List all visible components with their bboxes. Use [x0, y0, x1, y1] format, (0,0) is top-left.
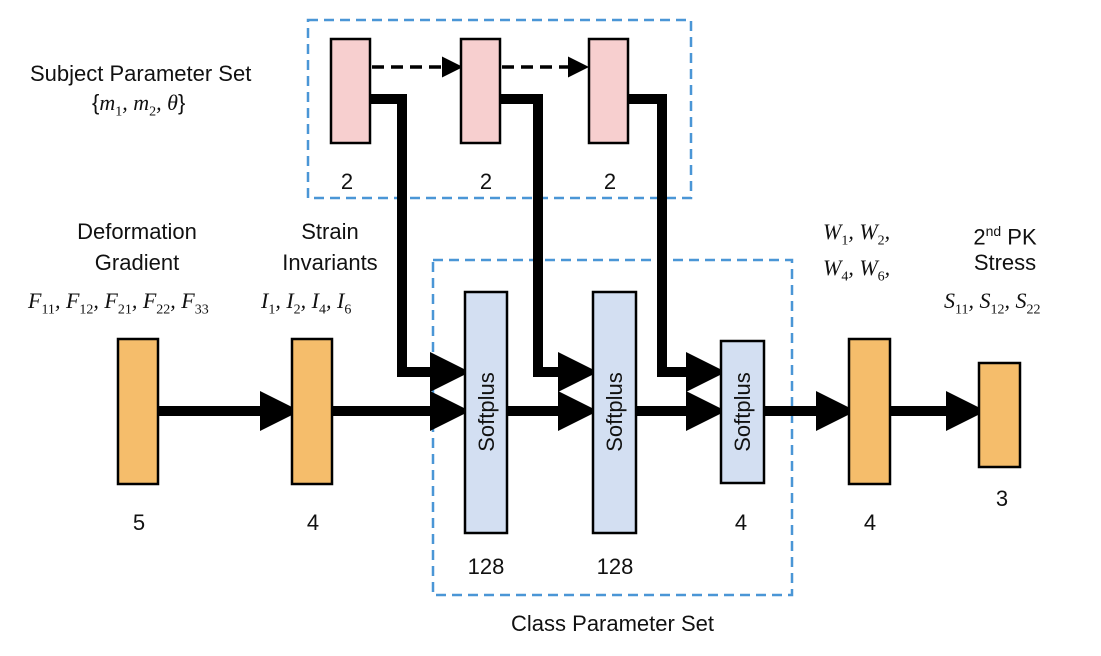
class-parameter-title: Class Parameter Set — [511, 611, 714, 636]
subject-layer-3-size: 2 — [603, 169, 617, 194]
invariants-title-line1: Strain — [301, 219, 359, 244]
output-size: 3 — [995, 486, 1009, 511]
energy-size: 4 — [863, 510, 877, 535]
softplus-label-1: Softplus — [474, 372, 499, 452]
subject-to-layer1-arrow — [370, 94, 470, 392]
input-components: F11, F12, F21, F22, F33 — [28, 288, 209, 318]
softplus-layer-2 — [591, 290, 638, 535]
softplus-layer-2-size: 128 — [596, 554, 634, 579]
softplus-layer-3-size: 4 — [734, 510, 748, 535]
output-title-line1: 2nd PK — [973, 223, 1037, 250]
invariants-title-line2: Invariants — [282, 250, 378, 275]
input-title-line1: Deformation — [77, 219, 197, 244]
subject-parameter-title: Subject Parameter Set — [30, 61, 252, 86]
subject-parameter-box — [306, 18, 693, 200]
invariants-components: I1, I2, I4, I6 — [261, 288, 352, 318]
invariants-size: 4 — [306, 510, 320, 535]
subject-layer-3 — [587, 37, 630, 145]
softplus-layer-1-size: 128 — [467, 554, 505, 579]
stress-layer — [977, 361, 1022, 469]
softplus-label-3: Softplus — [730, 372, 755, 452]
subject-to-layer3-arrow — [628, 94, 726, 392]
energy-layer — [847, 337, 892, 486]
input-title-line2: Gradient — [94, 250, 180, 275]
softplus-layer-1 — [463, 290, 509, 535]
input-layer — [116, 337, 160, 486]
softplus-label-2: Softplus — [602, 372, 627, 452]
energy-terms-row1: W1, W2, — [823, 219, 891, 249]
output-title-line2: Stress — [973, 250, 1037, 275]
invariants-layer — [290, 337, 334, 486]
softplus-layer-3 — [719, 339, 766, 485]
subject-layer-1-size: 2 — [340, 169, 354, 194]
input-size: 5 — [132, 510, 146, 535]
subject-to-layer2-arrow — [500, 94, 598, 392]
subject-layer-2 — [459, 37, 502, 145]
subject-layer-2-size: 2 — [479, 169, 493, 194]
output-components: S11, S12, S22 — [944, 288, 1041, 318]
subject-layer-1 — [329, 37, 372, 145]
energy-terms-row2: W4, W6, — [823, 255, 891, 285]
subject-parameter-math: {m1, m2, θ} — [92, 90, 186, 120]
